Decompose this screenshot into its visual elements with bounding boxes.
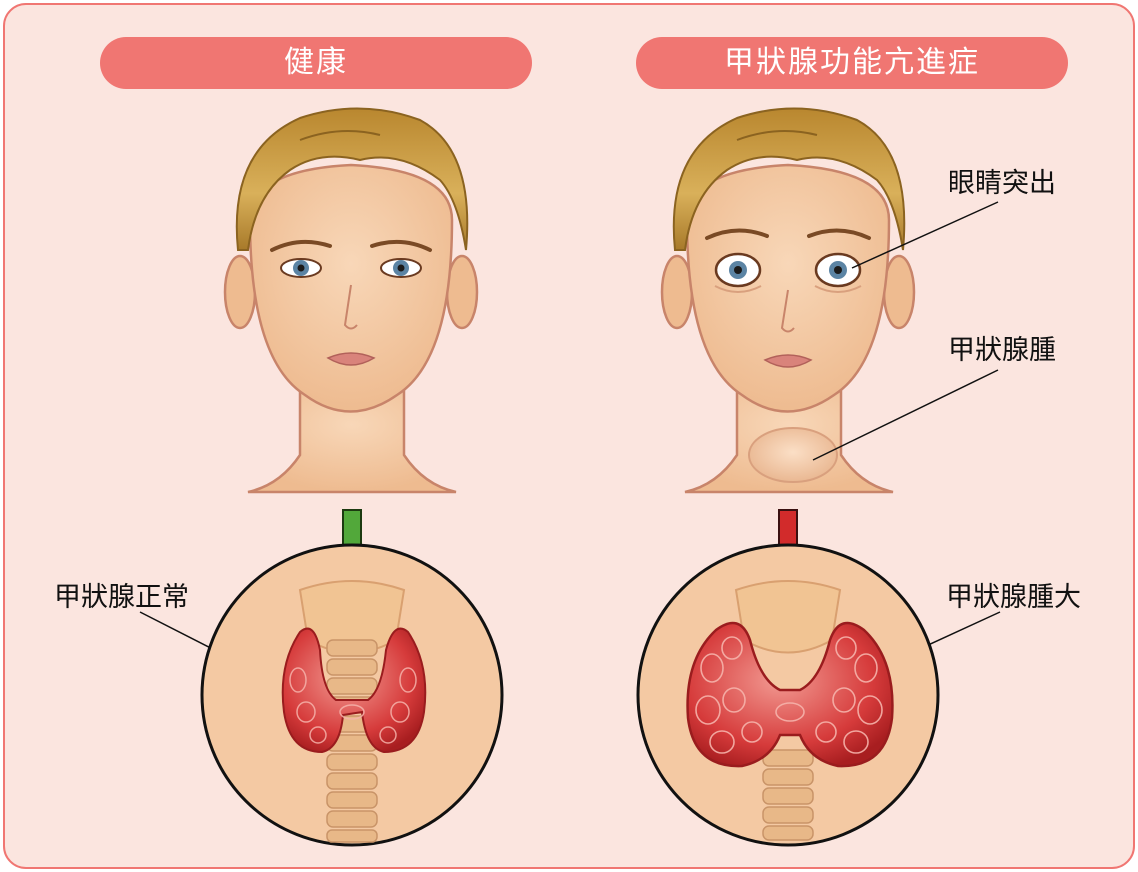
background-panel (4, 4, 1134, 868)
normal-thyroid-label: 甲狀腺正常 (54, 582, 189, 614)
protruding-eyes-label: 眼睛突出 (948, 168, 1056, 200)
hyperthyroidism-title: 甲狀腺功能亢進症 (636, 37, 1068, 89)
goiter-label: 甲狀腺腫 (948, 335, 1056, 367)
healthy-title: 健康 (100, 37, 532, 89)
normal-thyroid-illustration (202, 545, 502, 845)
enlarged-thyroid-illustration (638, 545, 938, 845)
enlarged-thyroid-label: 甲狀腺腫大 (946, 582, 1081, 614)
